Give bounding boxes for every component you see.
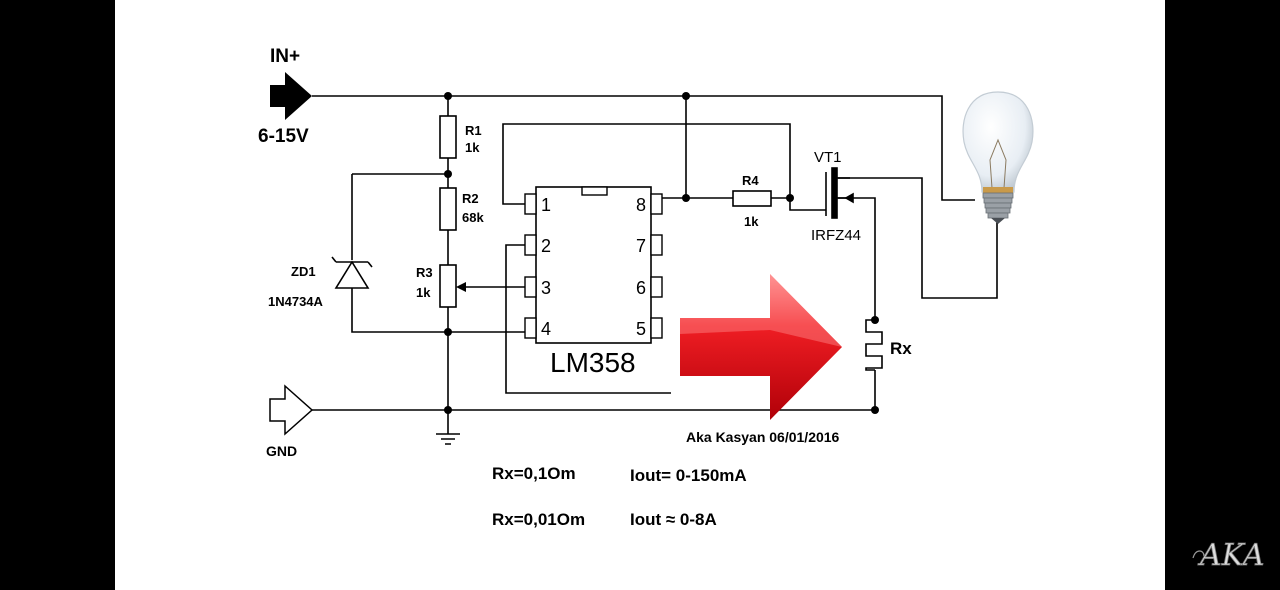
r1-resistor [439, 115, 457, 159]
lightbulb-icon [962, 91, 1034, 224]
r1-ref: R1 [465, 123, 482, 138]
red-arrow-overlay [680, 274, 842, 420]
pin-2-label: 2 [541, 236, 551, 256]
r4-resistor [732, 190, 772, 207]
credit-text: Aka Kasyan 06/01/2016 [686, 429, 840, 445]
r4-ref: R4 [742, 173, 759, 188]
r4-value: 1k [744, 214, 759, 229]
r3-value: 1k [416, 285, 431, 300]
input-arrow [270, 72, 312, 120]
svg-text:AKA: AKA [1197, 538, 1265, 573]
vt1-part: IRFZ44 [811, 227, 861, 244]
in-voltage-label: 6-15V [258, 126, 309, 147]
ground-symbol [436, 433, 460, 445]
vt1-ref: VT1 [814, 149, 842, 166]
zd1-part: 1N4734A [268, 294, 324, 309]
rx-resistor [865, 319, 883, 371]
r3-potentiometer [439, 264, 466, 308]
note-row2-rx: Rx=0,01Om [492, 510, 585, 529]
gnd-label: GND [266, 443, 297, 459]
wires [312, 95, 998, 434]
in-label: IN+ [270, 46, 300, 67]
r1-value: 1k [465, 140, 480, 155]
lm358-chip: 1 2 3 4 5 6 7 8 [524, 186, 663, 344]
gnd-arrow [269, 384, 314, 436]
pin-8-label: 8 [636, 195, 646, 215]
r2-value: 68k [462, 210, 484, 225]
aka-logo: AKA [1192, 538, 1265, 573]
pin-7-label: 7 [636, 236, 646, 256]
zd1-ref: ZD1 [291, 264, 316, 279]
note-row2-iout: Iout ≈ 0-8A [630, 510, 717, 529]
pin-5-label: 5 [636, 319, 646, 339]
pin-1-label: 1 [541, 195, 551, 215]
pin-3-label: 3 [541, 278, 551, 298]
pin-4-label: 4 [541, 319, 551, 339]
vt1-mosfet [825, 167, 854, 219]
lm358-label: LM358 [550, 347, 636, 378]
note-row1-rx: Rx=0,1Om [492, 464, 576, 483]
r2-ref: R2 [462, 191, 479, 206]
rx-ref: Rx [890, 339, 912, 358]
zd1-zener-diode [331, 256, 373, 289]
pin-6-label: 6 [636, 278, 646, 298]
r2-resistor [439, 187, 457, 231]
note-row1-iout: Iout= 0-150mA [630, 466, 747, 485]
r3-ref: R3 [416, 265, 433, 280]
